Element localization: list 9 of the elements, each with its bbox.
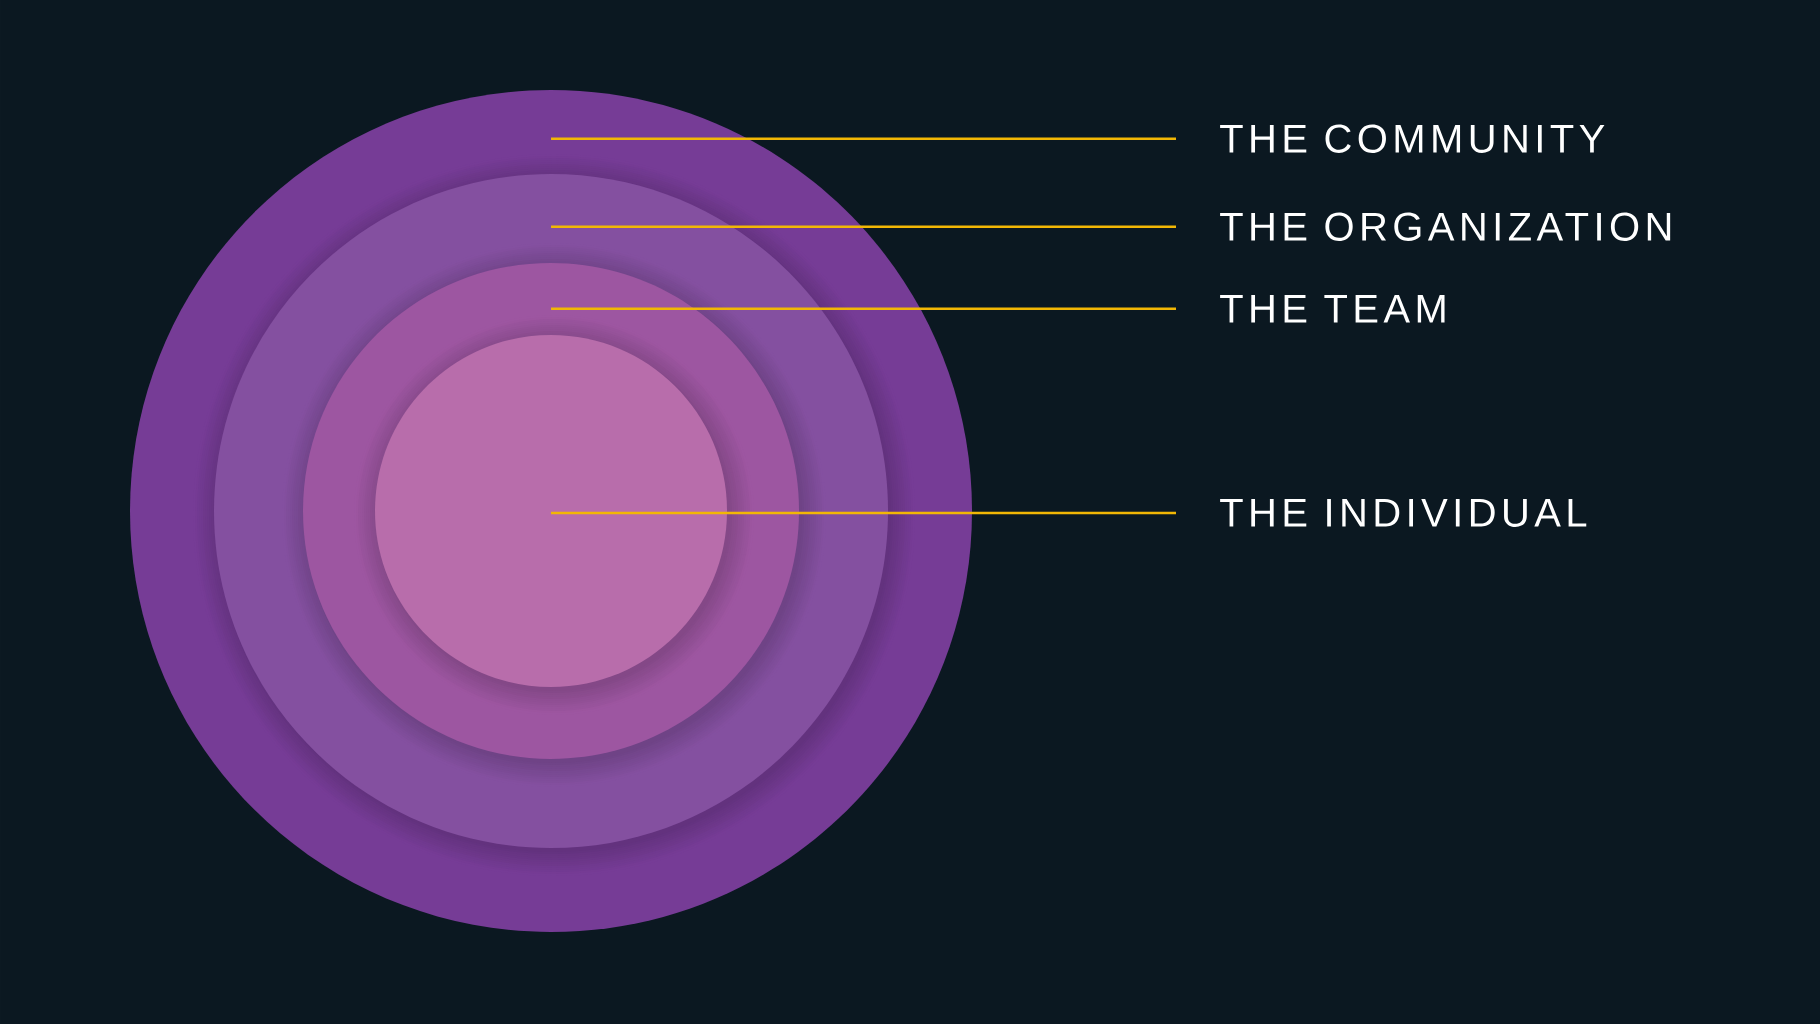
ring-label: THE TEAM (1220, 295, 1445, 323)
ring-label: THE COMMUNITY (1220, 124, 1605, 153)
circle (375, 335, 727, 687)
leader-line (551, 307, 1176, 310)
leader-line (551, 137, 1176, 140)
leader-line (551, 511, 1176, 515)
ring-label: THE ORGANIZATION (1220, 212, 1671, 241)
leader-line (551, 225, 1176, 228)
ring-label: THE INDIVIDUAL (1220, 499, 1587, 527)
